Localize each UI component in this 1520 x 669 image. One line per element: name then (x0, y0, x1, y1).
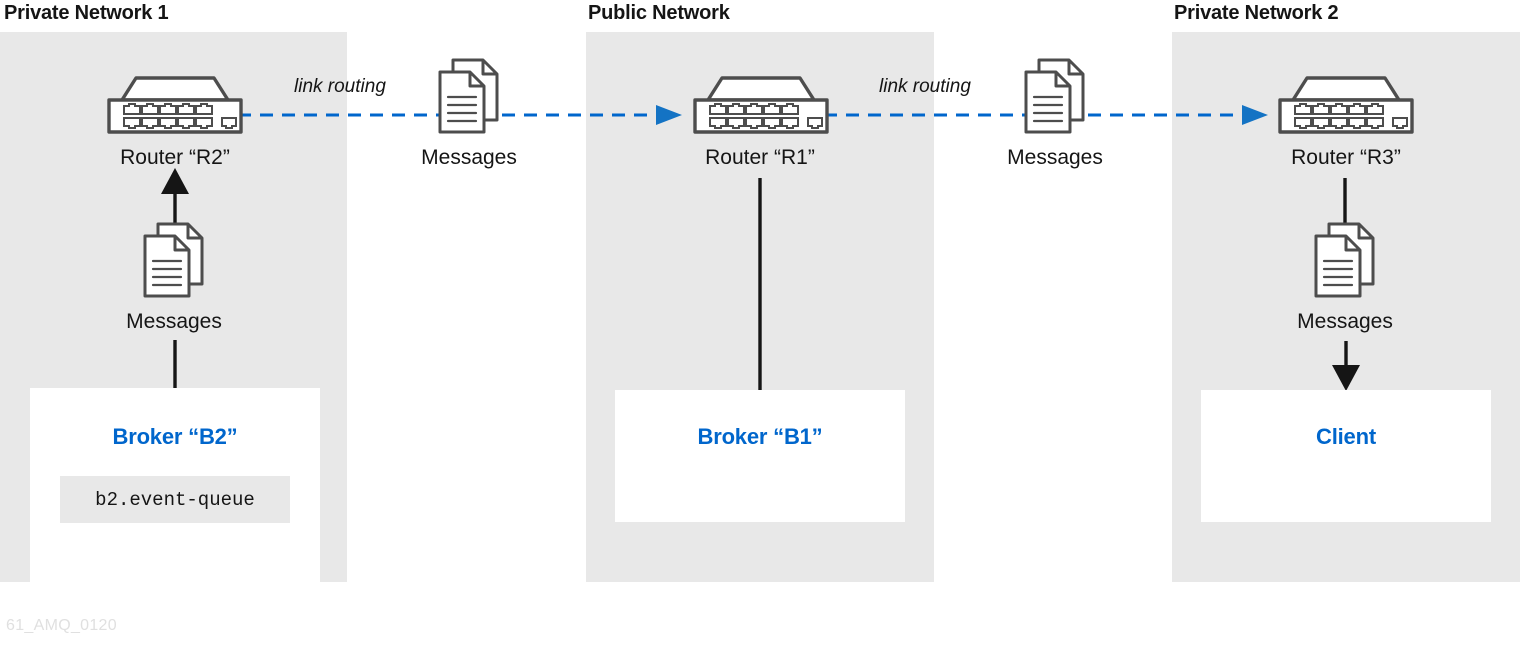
line-broker-b2-to-messages (173, 340, 177, 392)
messages-label-wire-1: Messages (421, 146, 517, 169)
heading-private-network-1: Private Network 1 (4, 2, 169, 24)
endpoint-box-broker-b2[interactable]: Broker “B2” b2.event-queue (30, 388, 320, 594)
endpoint-box-broker-b1[interactable]: Broker “B1” (615, 390, 905, 522)
messages-icon-wire-2 (1024, 58, 1085, 134)
dashed-link-r2-to-r1 (238, 105, 682, 125)
messages-icon-wire-1 (438, 58, 499, 134)
arrow-messages-to-r2 (161, 168, 189, 224)
line-r3-to-messages (1343, 178, 1347, 226)
endpoint-title-broker-b2: Broker “B2” (112, 424, 238, 449)
messages-label-broker-b2: Messages (126, 310, 222, 333)
endpoint-title-client: Client (1316, 424, 1376, 449)
queue-badge-b2-event-queue[interactable]: b2.event-queue (60, 476, 290, 523)
arrow-messages-to-client (1332, 341, 1360, 391)
line-r1-to-broker-b1 (758, 178, 762, 392)
messages-label-wire-2: Messages (1007, 146, 1103, 169)
heading-public-network: Public Network (588, 2, 730, 24)
endpoint-title-broker-b1: Broker “B1” (697, 424, 823, 449)
link-routing-label-1: link routing (294, 76, 386, 97)
diagram-footer-id: 61_AMQ_0120 (6, 617, 117, 634)
heading-private-network-2: Private Network 2 (1174, 2, 1339, 24)
messages-label-client: Messages (1297, 310, 1393, 333)
router-label-r3: Router “R3” (1291, 146, 1401, 169)
endpoint-box-client[interactable]: Client (1201, 390, 1491, 522)
router-label-r1: Router “R1” (705, 146, 815, 169)
router-icon-r1 (693, 76, 829, 134)
link-routing-label-2: link routing (879, 76, 971, 97)
router-label-r2: Router “R2” (120, 146, 230, 169)
router-icon-r2 (107, 76, 243, 134)
messages-icon-broker-b2 (143, 222, 204, 298)
messages-icon-client (1314, 222, 1375, 298)
router-icon-r3 (1278, 76, 1414, 134)
dashed-link-r1-to-r3 (824, 105, 1268, 125)
